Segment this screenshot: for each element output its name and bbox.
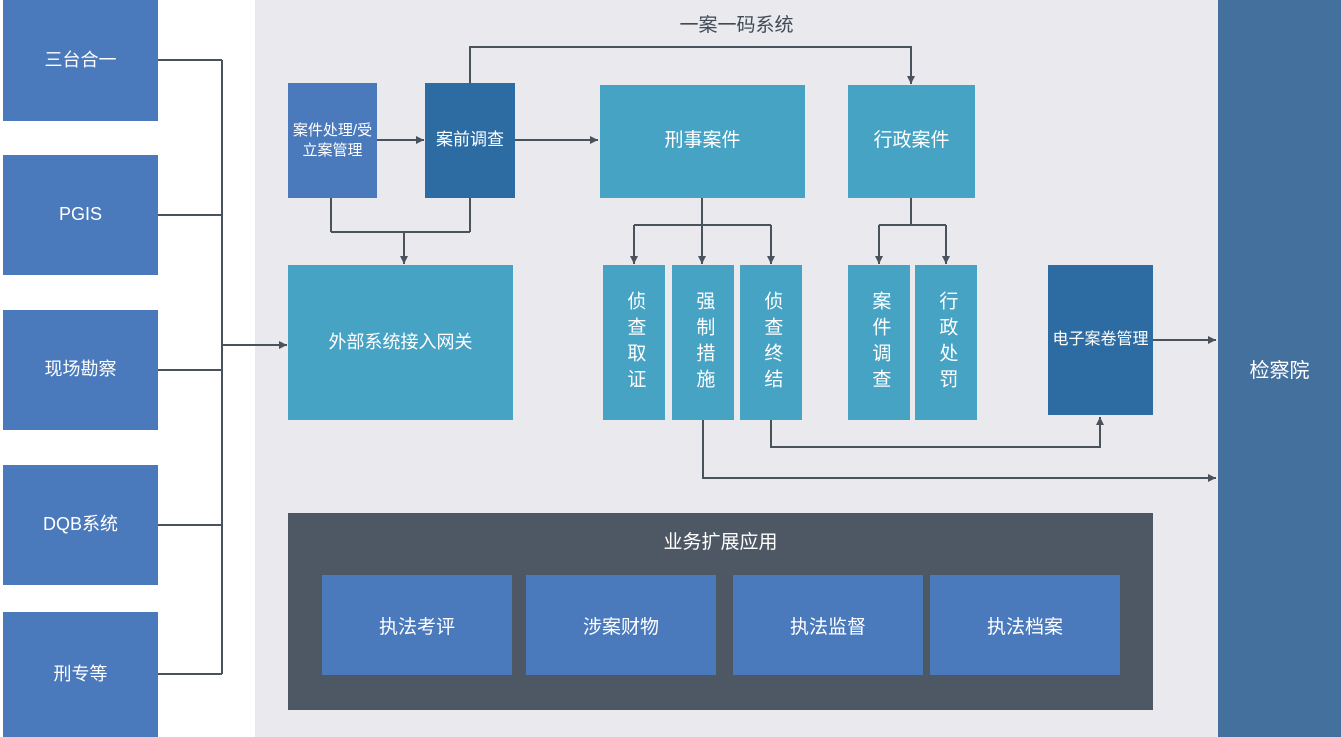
node-label: 强制措施	[693, 290, 715, 395]
node-label: 案件处理/受立案管理	[292, 122, 373, 159]
node-label: 检察院	[1249, 360, 1310, 382]
ext-item-case-property: 涉案财物	[526, 575, 716, 675]
ext-item-law-enforcement-evaluation: 执法考评	[322, 575, 512, 675]
node-label: 刑事案件	[664, 130, 741, 152]
ext-item-label: 执法监督	[789, 616, 866, 638]
diagram-title: 一案一码系统	[679, 15, 794, 36]
node-label: 侦查终结	[761, 290, 783, 395]
node-evidence-collection: 侦查取证	[603, 265, 665, 420]
ext-item-law-enforcement-supervision: 执法监督	[733, 575, 923, 675]
extension-panel: 业务扩展应用 执法考评 涉案财物 执法监督 执法档案	[288, 513, 1153, 710]
node-criminal-case: 刑事案件	[600, 85, 805, 198]
node-e-case-file: 电子案卷管理	[1048, 265, 1153, 415]
left-system-label: PGIS	[58, 204, 102, 225]
node-label: 电子案卷管理	[1052, 330, 1149, 348]
node-label: 外部系统接入网关	[328, 331, 473, 352]
node-case-inquiry: 案件调查	[848, 265, 910, 420]
left-system-santaiheyi: 三台合一	[3, 0, 158, 121]
ext-item-law-enforcement-archive: 执法档案	[930, 575, 1120, 675]
ext-item-label: 涉案财物	[582, 616, 659, 638]
ext-item-label: 执法档案	[986, 616, 1063, 638]
node-case-handling: 案件处理/受立案管理	[288, 83, 377, 198]
node-procuratorate: 检察院	[1218, 0, 1341, 737]
left-system-label: 三台合一	[44, 49, 117, 70]
node-label: 行政案件	[873, 130, 950, 152]
extension-panel-title: 业务扩展应用	[663, 532, 778, 553]
node-label: 行政处罚	[936, 290, 958, 395]
node-pre-case-investigation: 案前调查	[425, 83, 515, 198]
left-system-xingzhuan: 刑专等	[3, 612, 158, 737]
ext-item-label: 执法考评	[378, 616, 455, 638]
node-investigation-conclusion: 侦查终结	[740, 265, 802, 420]
left-system-label: 刑专等	[53, 663, 108, 684]
node-label: 案件调查	[869, 290, 891, 395]
left-system-dqb: DQB系统	[3, 465, 158, 585]
left-system-label: 现场勘察	[44, 359, 117, 380]
left-system-scene-survey: 现场勘察	[3, 310, 158, 430]
node-coercive-measures: 强制措施	[672, 265, 734, 420]
left-system-pgis: PGIS	[3, 155, 158, 275]
node-label: 侦查取证	[624, 290, 646, 395]
node-external-gateway: 外部系统接入网关	[288, 265, 513, 420]
node-label: 案前调查	[436, 130, 504, 150]
node-administrative-case: 行政案件	[848, 85, 975, 198]
node-administrative-penalty: 行政处罚	[915, 265, 977, 420]
left-system-label: DQB系统	[42, 514, 118, 535]
